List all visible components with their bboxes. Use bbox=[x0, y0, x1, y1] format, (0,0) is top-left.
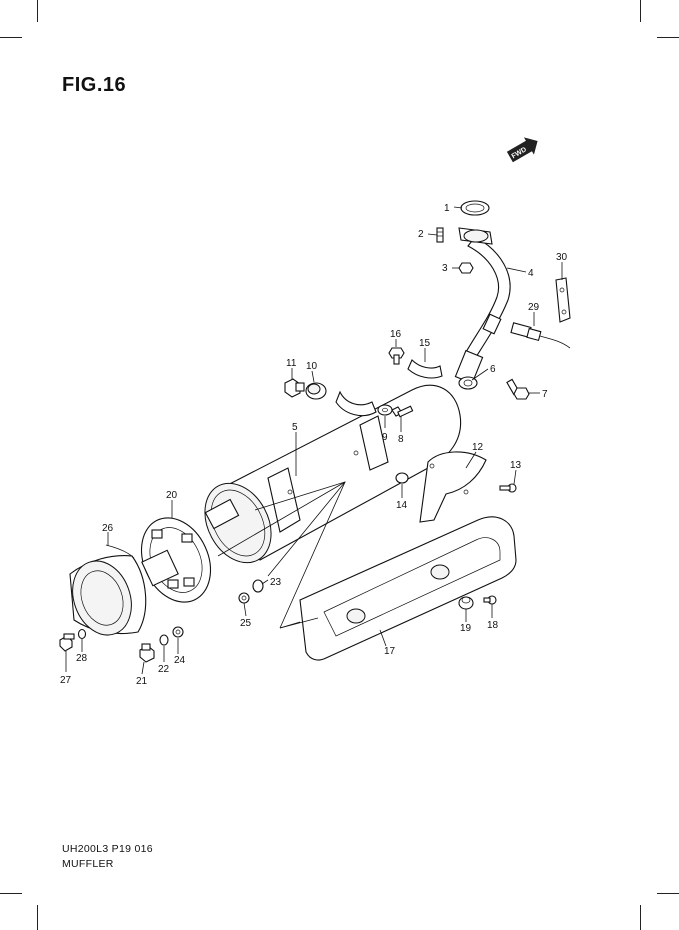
bolt bbox=[139, 643, 155, 663]
bolt bbox=[391, 405, 414, 418]
stud-bolt bbox=[436, 227, 444, 243]
nut bbox=[483, 595, 497, 605]
tail-cover bbox=[69, 544, 147, 636]
nut bbox=[458, 262, 474, 274]
callout-19: 19 bbox=[460, 623, 472, 634]
crop-mark bbox=[37, 0, 38, 22]
callout-21: 21 bbox=[136, 676, 148, 687]
callout-14: 14 bbox=[396, 500, 408, 511]
washer bbox=[159, 634, 169, 646]
bolt bbox=[284, 378, 305, 398]
bracket bbox=[555, 277, 571, 323]
washer bbox=[238, 592, 250, 604]
callout-5: 5 bbox=[292, 422, 298, 433]
page-code: UH200L3 P19 016 bbox=[62, 843, 153, 855]
crop-mark bbox=[37, 905, 38, 930]
crop-mark bbox=[657, 37, 679, 38]
callout-9: 9 bbox=[382, 432, 388, 443]
leader-lines bbox=[65, 206, 563, 675]
clamp bbox=[407, 359, 443, 379]
callout-23: 23 bbox=[270, 577, 282, 588]
nut bbox=[252, 579, 264, 593]
grommet bbox=[458, 596, 474, 610]
figure-title: FIG.16 bbox=[62, 74, 127, 96]
bolt bbox=[388, 347, 405, 365]
forward-arrow-icon: FWD bbox=[506, 137, 538, 163]
callout-3: 3 bbox=[442, 263, 448, 274]
callout-17: 17 bbox=[384, 646, 396, 657]
muffler-cover bbox=[299, 516, 517, 661]
callout-11: 11 bbox=[286, 358, 297, 369]
heat-shield bbox=[419, 451, 487, 523]
callout-labels: 1 2 3 4 5 6 7 8 9 10 11 12 13 14 15 16 1… bbox=[60, 203, 568, 687]
crop-mark bbox=[657, 893, 679, 894]
callout-27: 27 bbox=[60, 675, 72, 686]
callout-10: 10 bbox=[306, 361, 318, 372]
callout-4: 4 bbox=[528, 268, 534, 279]
bolt bbox=[506, 378, 530, 400]
washer bbox=[172, 626, 184, 638]
end-cap bbox=[140, 517, 212, 603]
callout-16: 16 bbox=[390, 329, 402, 340]
section-name: MUFFLER bbox=[62, 858, 114, 870]
callout-12: 12 bbox=[472, 442, 484, 453]
callout-7: 7 bbox=[542, 389, 548, 400]
callout-26: 26 bbox=[102, 523, 114, 534]
washer bbox=[77, 628, 87, 640]
callout-6: 6 bbox=[490, 364, 496, 375]
callout-20: 20 bbox=[166, 490, 178, 501]
callout-28: 28 bbox=[76, 653, 88, 664]
callout-18: 18 bbox=[487, 620, 499, 631]
callout-29: 29 bbox=[528, 302, 540, 313]
washer bbox=[377, 404, 393, 416]
screw bbox=[59, 633, 75, 652]
callout-8: 8 bbox=[398, 434, 404, 445]
crop-mark bbox=[0, 893, 22, 894]
callout-30: 30 bbox=[556, 252, 568, 263]
callout-24: 24 bbox=[174, 655, 186, 666]
grommet bbox=[395, 472, 409, 484]
crop-mark bbox=[640, 905, 641, 930]
callout-22: 22 bbox=[158, 664, 170, 675]
collar bbox=[305, 382, 327, 400]
muffler bbox=[204, 384, 462, 564]
oxygen-sensor bbox=[510, 322, 571, 349]
callout-25: 25 bbox=[240, 618, 252, 629]
callout-13: 13 bbox=[510, 460, 522, 471]
exhaust-pipe bbox=[454, 227, 511, 385]
callout-2: 2 bbox=[418, 229, 424, 240]
callout-1: 1 bbox=[444, 203, 450, 214]
crop-mark bbox=[0, 37, 22, 38]
gasket bbox=[460, 200, 490, 216]
crop-mark bbox=[640, 0, 641, 22]
screw bbox=[499, 483, 517, 493]
callout-15: 15 bbox=[419, 338, 431, 349]
